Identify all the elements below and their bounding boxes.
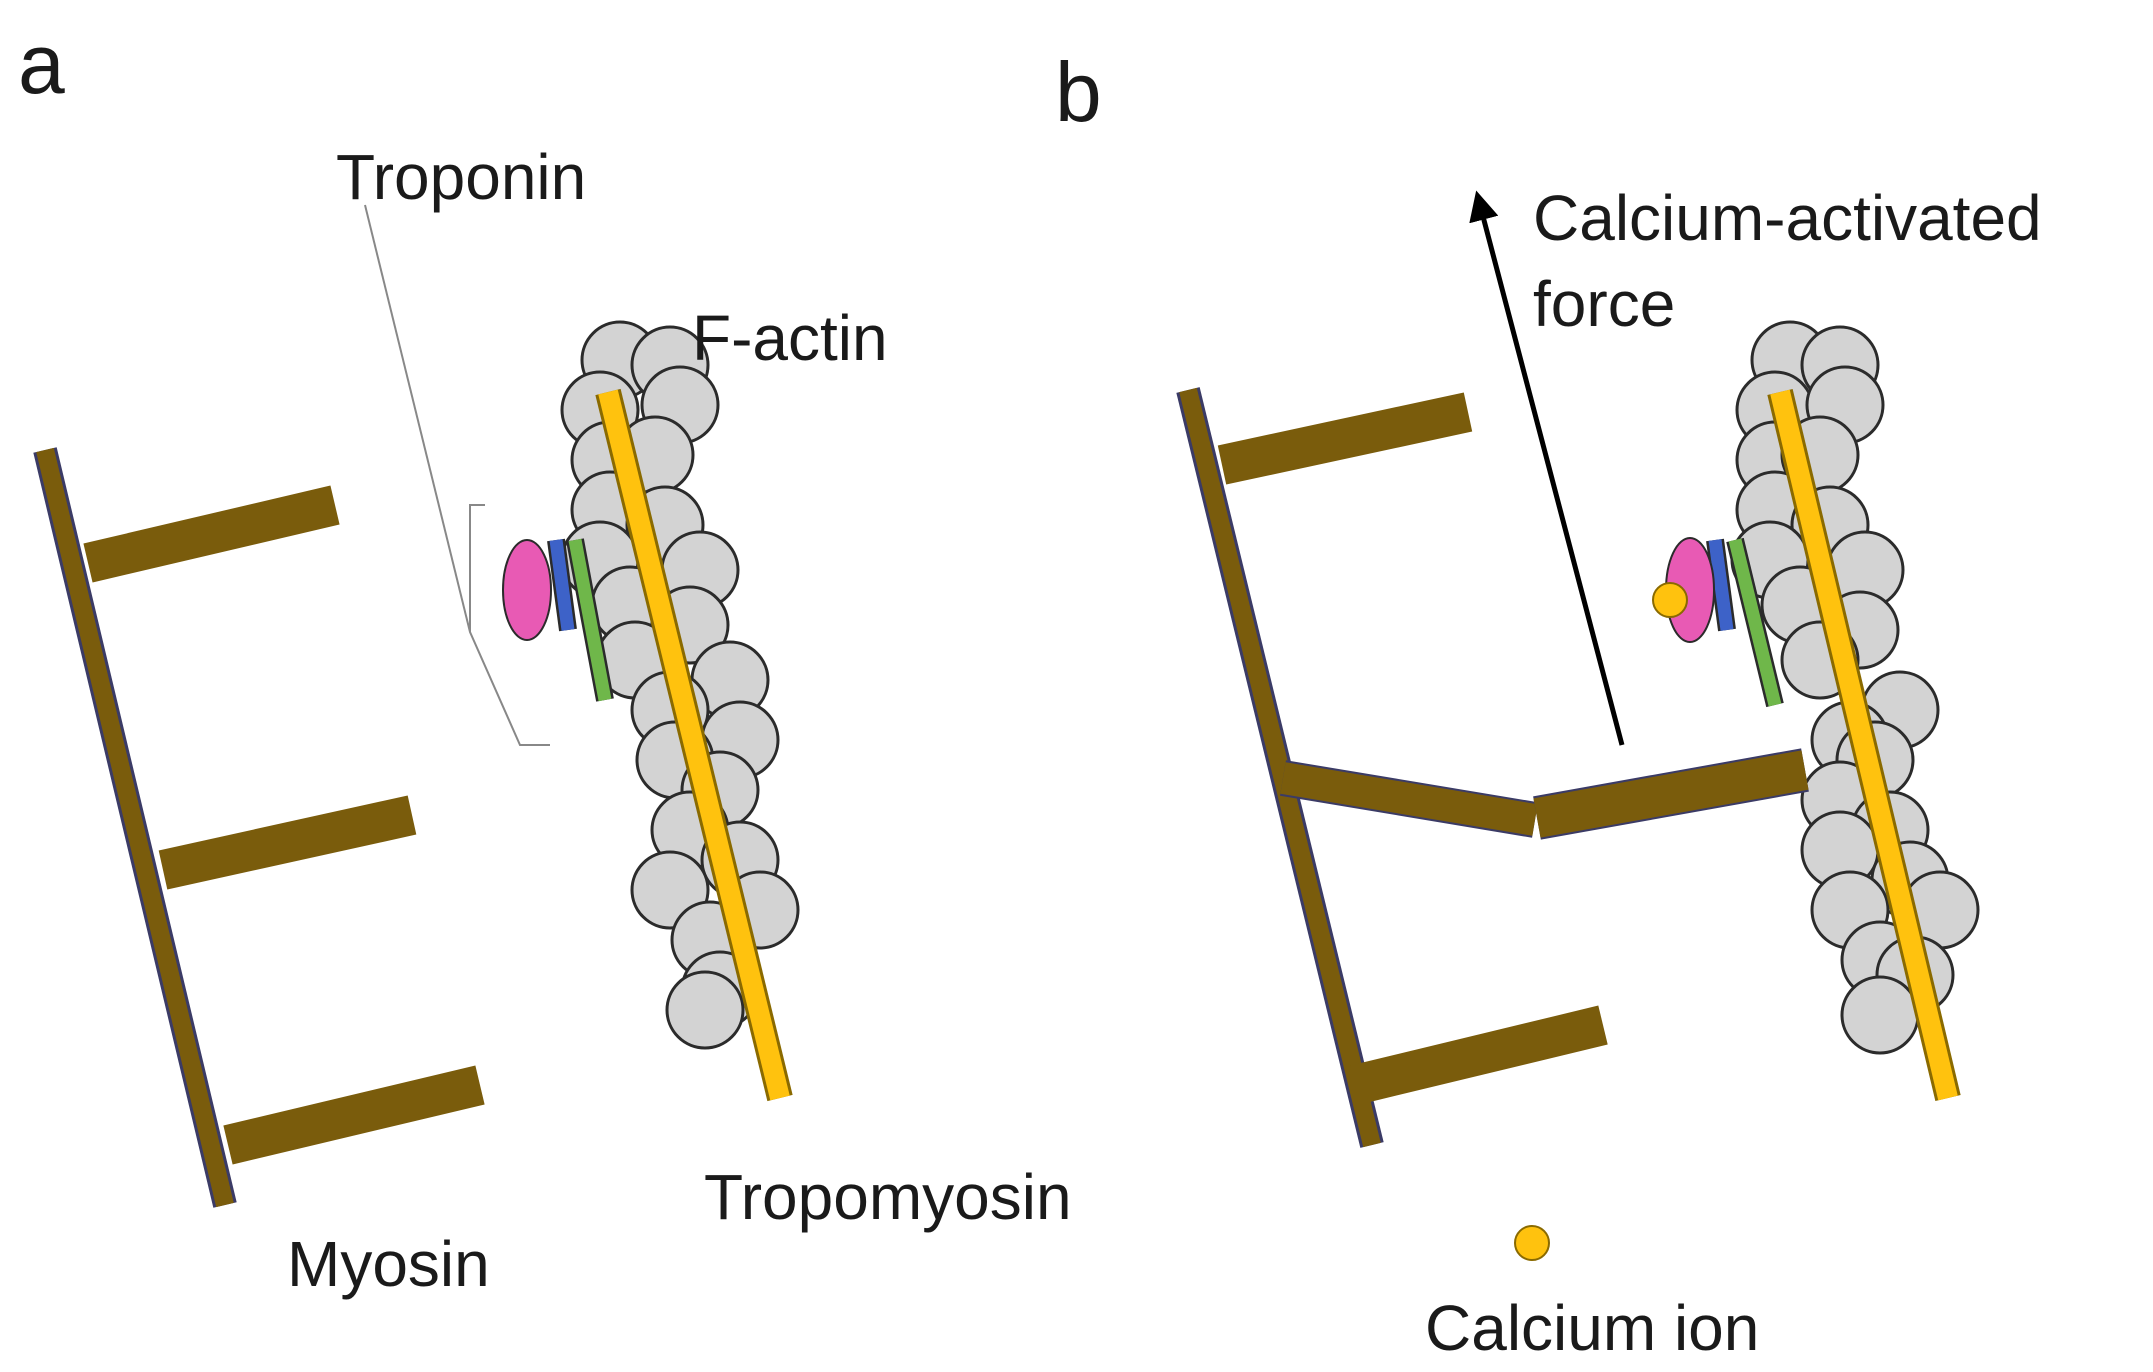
myosin-backbone-a-fill bbox=[36, 447, 234, 1208]
calcium-ion-legend-marker bbox=[1514, 1225, 1550, 1261]
panel-b bbox=[1176, 190, 1980, 1261]
myosin-head-a1 bbox=[83, 485, 340, 583]
tropomyosin-label: Tropomyosin bbox=[704, 1161, 1072, 1233]
calcium-ion-label: Calcium ion bbox=[1425, 1292, 1760, 1364]
troponin-complex-a bbox=[502, 538, 614, 702]
myosin-head-b1 bbox=[1217, 392, 1473, 485]
troponin-label: Troponin bbox=[336, 141, 587, 213]
myosin-head-a3 bbox=[223, 1065, 485, 1165]
panel-a-letter: a bbox=[18, 17, 65, 111]
panel-a bbox=[33, 204, 800, 1208]
myosin-head-b3 bbox=[1350, 1005, 1608, 1105]
troponin-callout-line bbox=[364, 204, 471, 633]
force-label-line1: Calcium-activated bbox=[1533, 182, 2042, 254]
force-label-line2: force bbox=[1533, 268, 1676, 340]
troponin-complex-b bbox=[1652, 537, 1784, 708]
force-arrow bbox=[1469, 190, 1625, 746]
troponin-c-a bbox=[502, 539, 552, 641]
troponin-bracket bbox=[469, 504, 550, 746]
myosin-label: Myosin bbox=[287, 1228, 490, 1300]
bound-calcium-ion bbox=[1652, 582, 1688, 618]
myosin-head-a2 bbox=[158, 795, 417, 890]
f-actin-label: F-actin bbox=[692, 302, 888, 374]
panel-b-letter: b bbox=[1055, 45, 1102, 139]
